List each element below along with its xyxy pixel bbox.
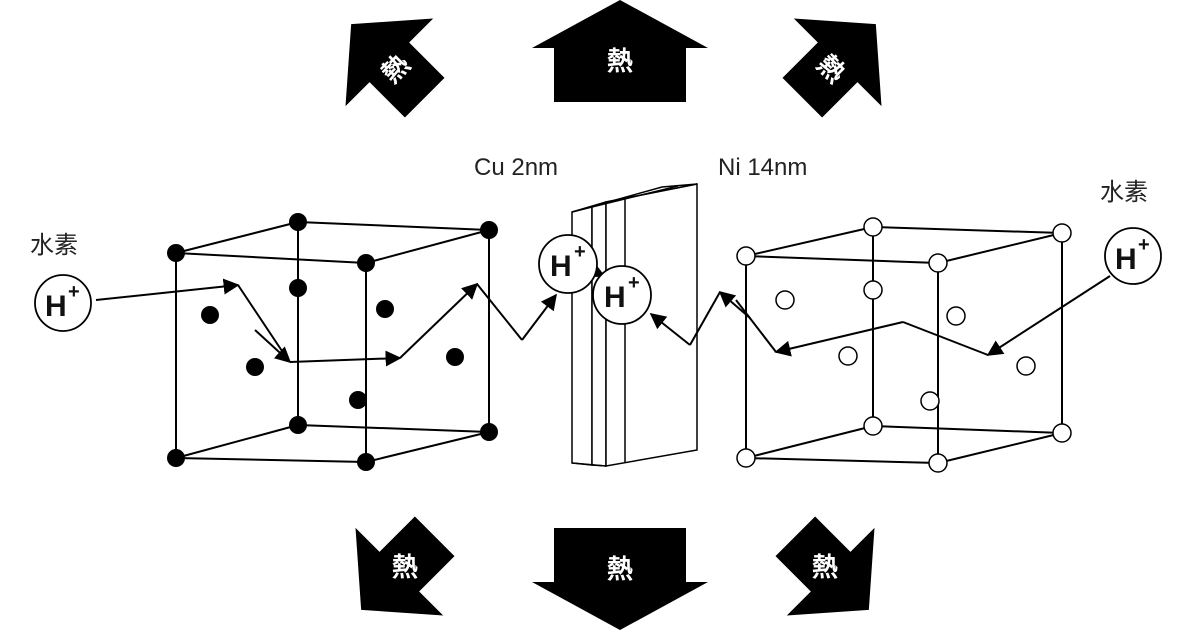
atom bbox=[928, 453, 948, 473]
hydrogen-ion-film-a: H + bbox=[538, 234, 598, 294]
atom bbox=[775, 290, 795, 310]
lattice-right-edges bbox=[745, 226, 1063, 464]
diffusion-path-right bbox=[649, 275, 1111, 357]
atom bbox=[928, 253, 948, 273]
heat-arrow-top-center: 熱 bbox=[532, 0, 708, 102]
atom bbox=[736, 246, 756, 266]
ni-layer-label: Ni 14nm bbox=[718, 154, 807, 181]
heat-arrow-bottom-left: 熱 bbox=[355, 516, 455, 616]
atom bbox=[376, 300, 394, 318]
hydrogen-ion-film-b: H + bbox=[592, 265, 652, 325]
atom bbox=[357, 254, 375, 272]
ion-symbol: H bbox=[550, 250, 572, 283]
ion-symbol: H bbox=[604, 281, 626, 314]
atom bbox=[289, 416, 307, 434]
atom bbox=[201, 306, 219, 324]
hydrogen-ion-left: H + bbox=[34, 274, 92, 332]
hydrogen-label-left: 水素 bbox=[30, 232, 78, 259]
atom bbox=[736, 448, 756, 468]
atom bbox=[838, 346, 858, 366]
heat-label: 熱 bbox=[607, 47, 633, 77]
hydrogen-label-right: 水素 bbox=[1100, 179, 1148, 206]
ion-charge: + bbox=[628, 272, 640, 294]
atom bbox=[863, 416, 883, 436]
atom bbox=[946, 306, 966, 326]
hydrogen-ion-right: H + bbox=[1104, 227, 1162, 285]
heat-arrow-top-left: 熱 bbox=[345, 18, 445, 118]
atom bbox=[349, 391, 367, 409]
cu-ni-interface bbox=[591, 200, 607, 467]
lattice-left bbox=[167, 213, 498, 471]
lattice-left-edges bbox=[175, 221, 490, 463]
atom bbox=[357, 453, 375, 471]
cu-layer-label: Cu 2nm bbox=[474, 154, 558, 181]
atom bbox=[446, 348, 464, 366]
ion-charge: + bbox=[574, 241, 586, 263]
atom bbox=[289, 279, 307, 297]
atom bbox=[1052, 223, 1072, 243]
diffusion-path-left bbox=[95, 261, 606, 367]
ion-charge: + bbox=[1138, 234, 1150, 256]
heat-arrow-bottom-right: 熱 bbox=[775, 516, 875, 616]
atom bbox=[863, 280, 883, 300]
ion-symbol: H bbox=[45, 290, 67, 323]
heat-label: 熱 bbox=[607, 555, 633, 585]
atom bbox=[1052, 423, 1072, 443]
atom bbox=[1016, 356, 1036, 376]
atom bbox=[246, 358, 264, 376]
heat-label: 熱 bbox=[392, 553, 418, 583]
lattice-right bbox=[736, 217, 1072, 473]
slab-top-face bbox=[571, 183, 698, 213]
ion-symbol: H bbox=[1115, 243, 1137, 276]
heat-arrow-top-right: 熱 bbox=[782, 18, 882, 118]
ni-layer bbox=[605, 183, 698, 467]
heat-label: 熱 bbox=[812, 553, 838, 583]
atom bbox=[480, 423, 498, 441]
heat-arrow-bottom-center: 熱 bbox=[532, 528, 708, 630]
atom bbox=[480, 221, 498, 239]
atom bbox=[167, 449, 185, 467]
atom bbox=[289, 213, 307, 231]
lattice-left-atoms bbox=[167, 213, 498, 471]
lattice-right-atoms bbox=[736, 217, 1072, 473]
atom bbox=[920, 391, 940, 411]
ion-charge: + bbox=[68, 281, 80, 303]
atom bbox=[167, 244, 185, 262]
atom bbox=[863, 217, 883, 237]
thin-film-slab bbox=[571, 183, 698, 467]
